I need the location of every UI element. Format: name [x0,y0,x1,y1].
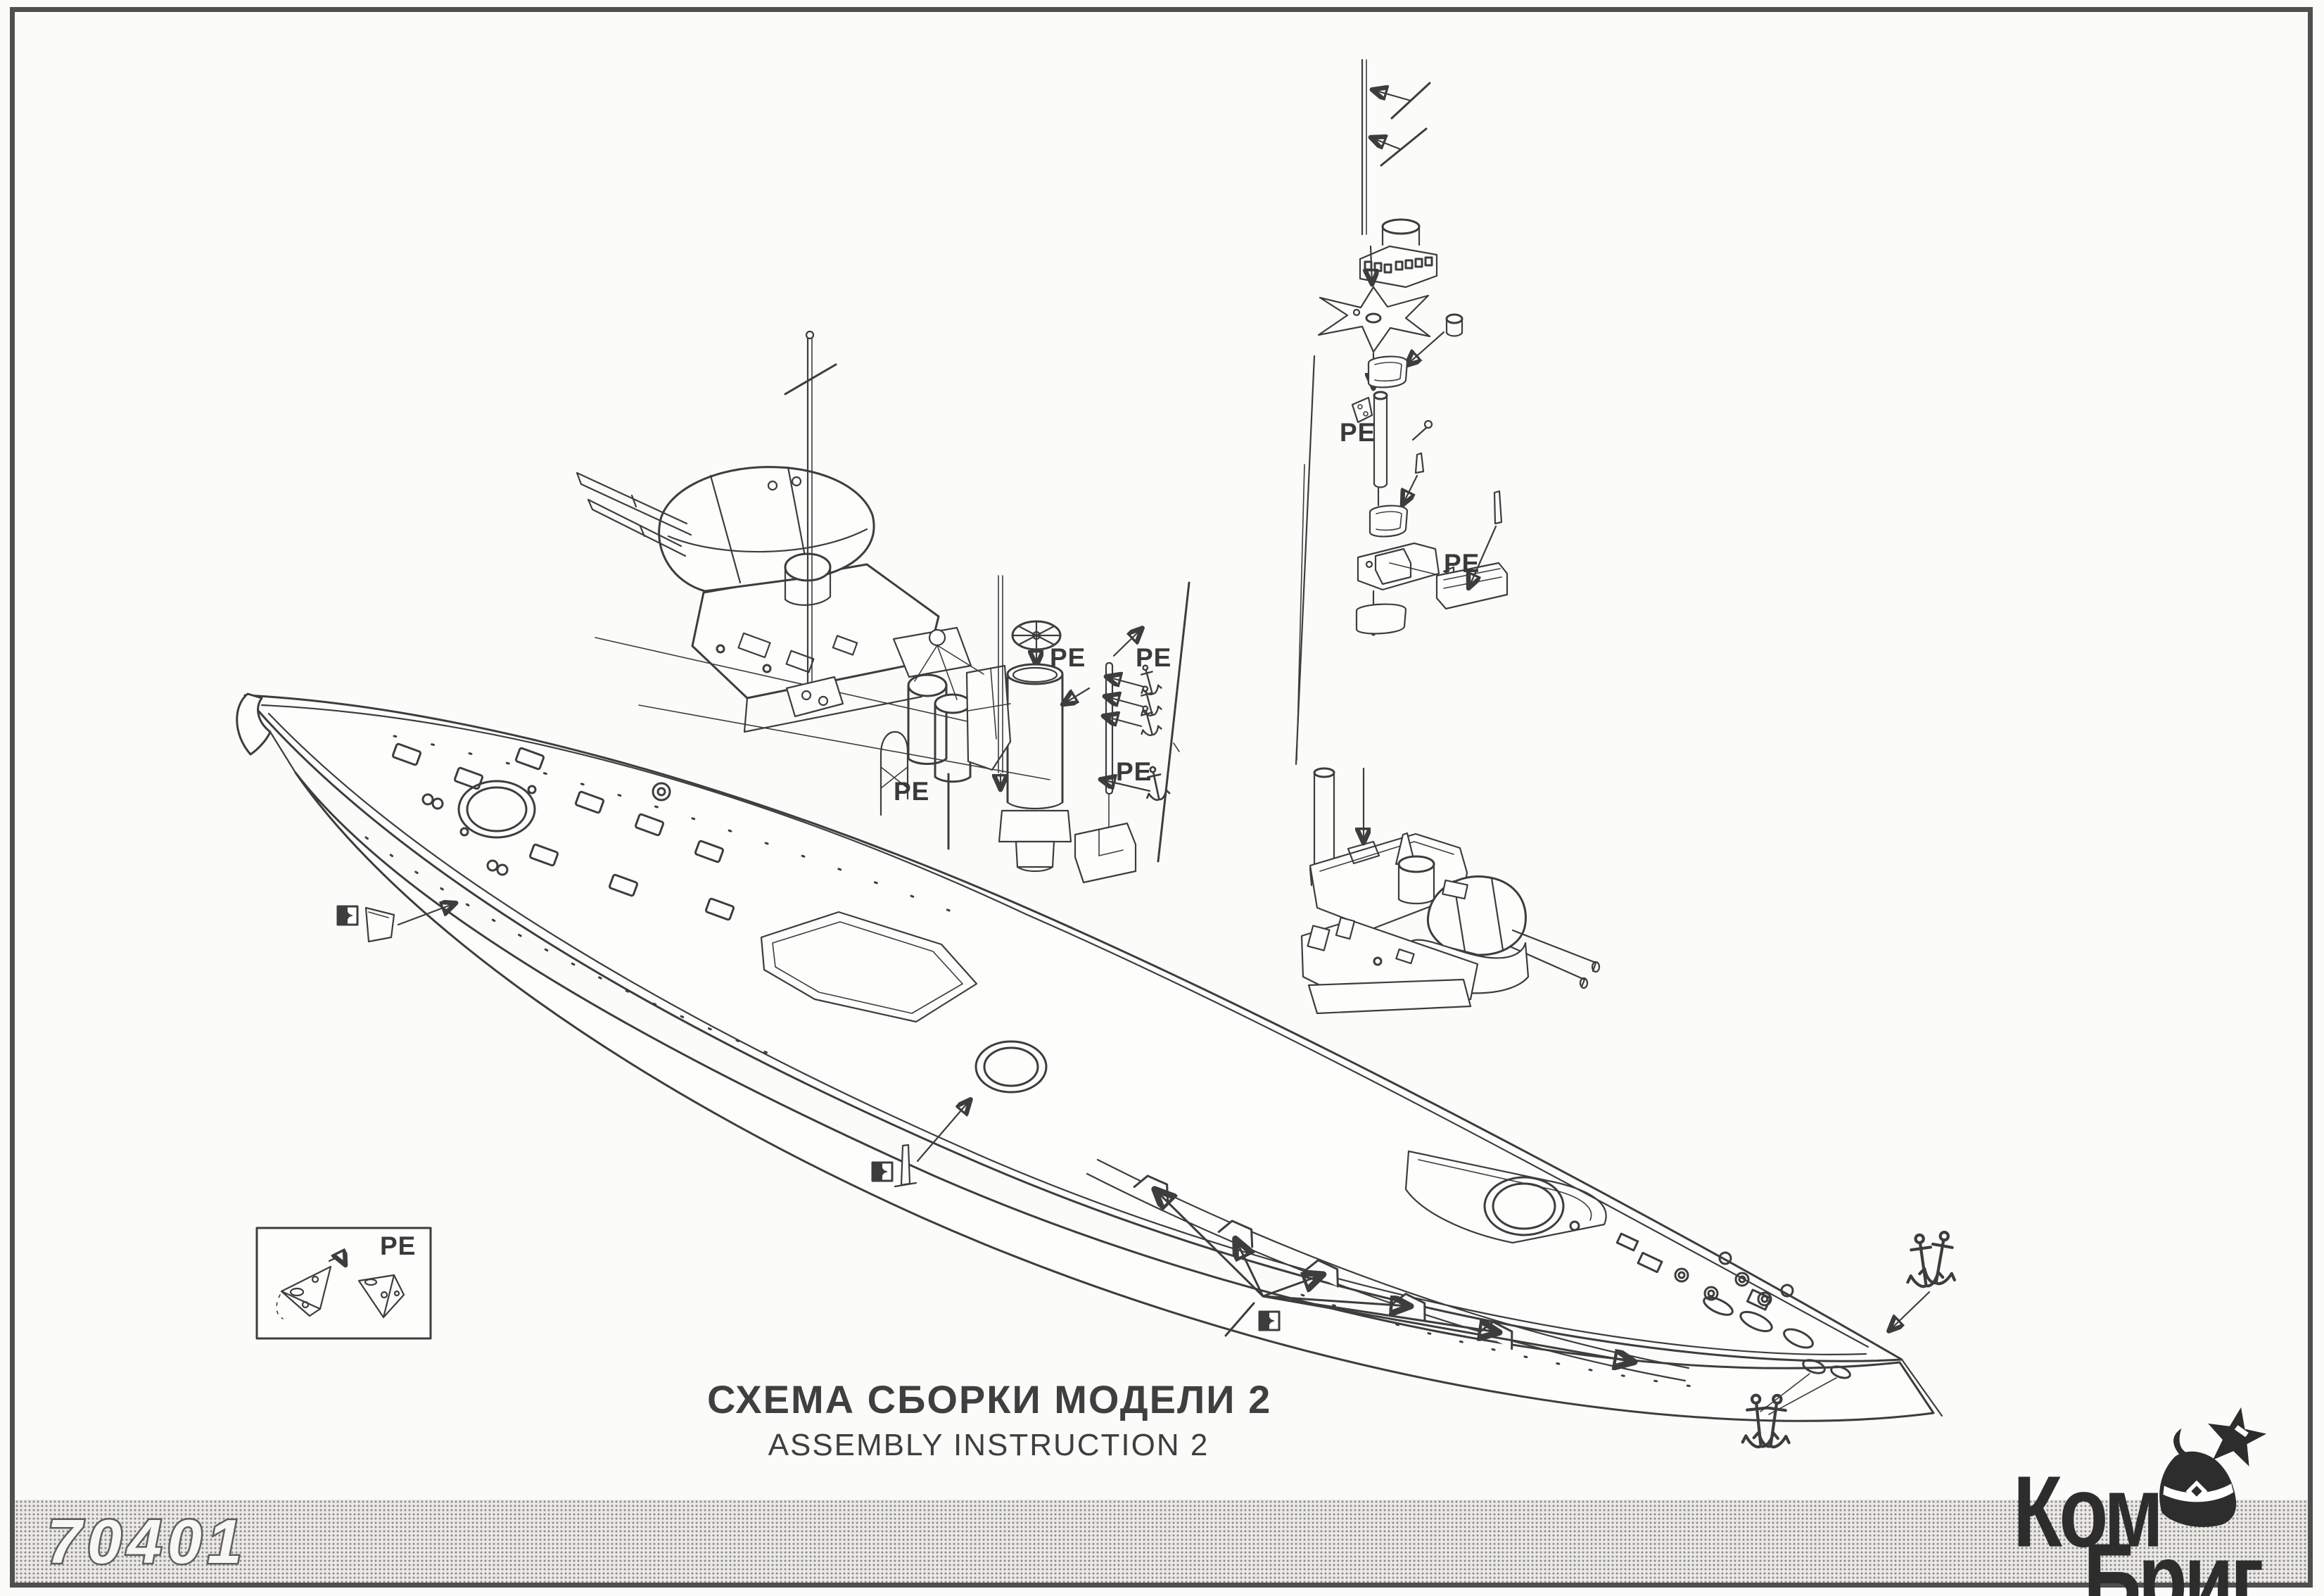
loose-parts [336,905,1962,1449]
pe-label: PE [1050,643,1086,672]
title-block: СХЕМА СБОРКИ МОДЕЛИ 2 ASSEMBLY INSTRUCTI… [707,1376,1270,1463]
pe-inset-label: PE [380,1231,417,1260]
pe-label: PE [1444,549,1480,578]
pe-label: PE [894,777,930,806]
pe-inset-box [255,1227,432,1340]
budenovka-star-icon [2159,1407,2267,1528]
aft-superstructure-assembly [1300,767,1601,1015]
brand-logo: Ком Бриг [2012,1407,2293,1596]
pe-label: PE [1116,757,1153,786]
product-code: 70401 [46,1505,248,1578]
svg-text:70401: 70401 [47,1507,248,1576]
funnel-assembly [880,355,1316,884]
anchor-parts [1738,1229,1962,1449]
brand-word-kom: Ком [2013,1455,2164,1569]
title-english: ASSEMBLY INSTRUCTION 2 [768,1428,1209,1462]
attachment-marker-icon [871,1161,894,1182]
pe-label: PE [1340,418,1376,447]
attachment-marker-icon [1258,1310,1281,1331]
annotation-arrows [397,904,1632,1362]
brand-word-brig: Бриг [2083,1522,2264,1596]
title-russian: СХЕМА СБОРКИ МОДЕЛИ 2 [707,1377,1272,1421]
hull [236,692,1943,1422]
footer-banner: 70401 [15,1500,2308,1583]
pe-label: PE [1136,643,1172,672]
attachment-marker-icon [336,905,359,926]
mainmast-assembly [1317,58,1509,633]
